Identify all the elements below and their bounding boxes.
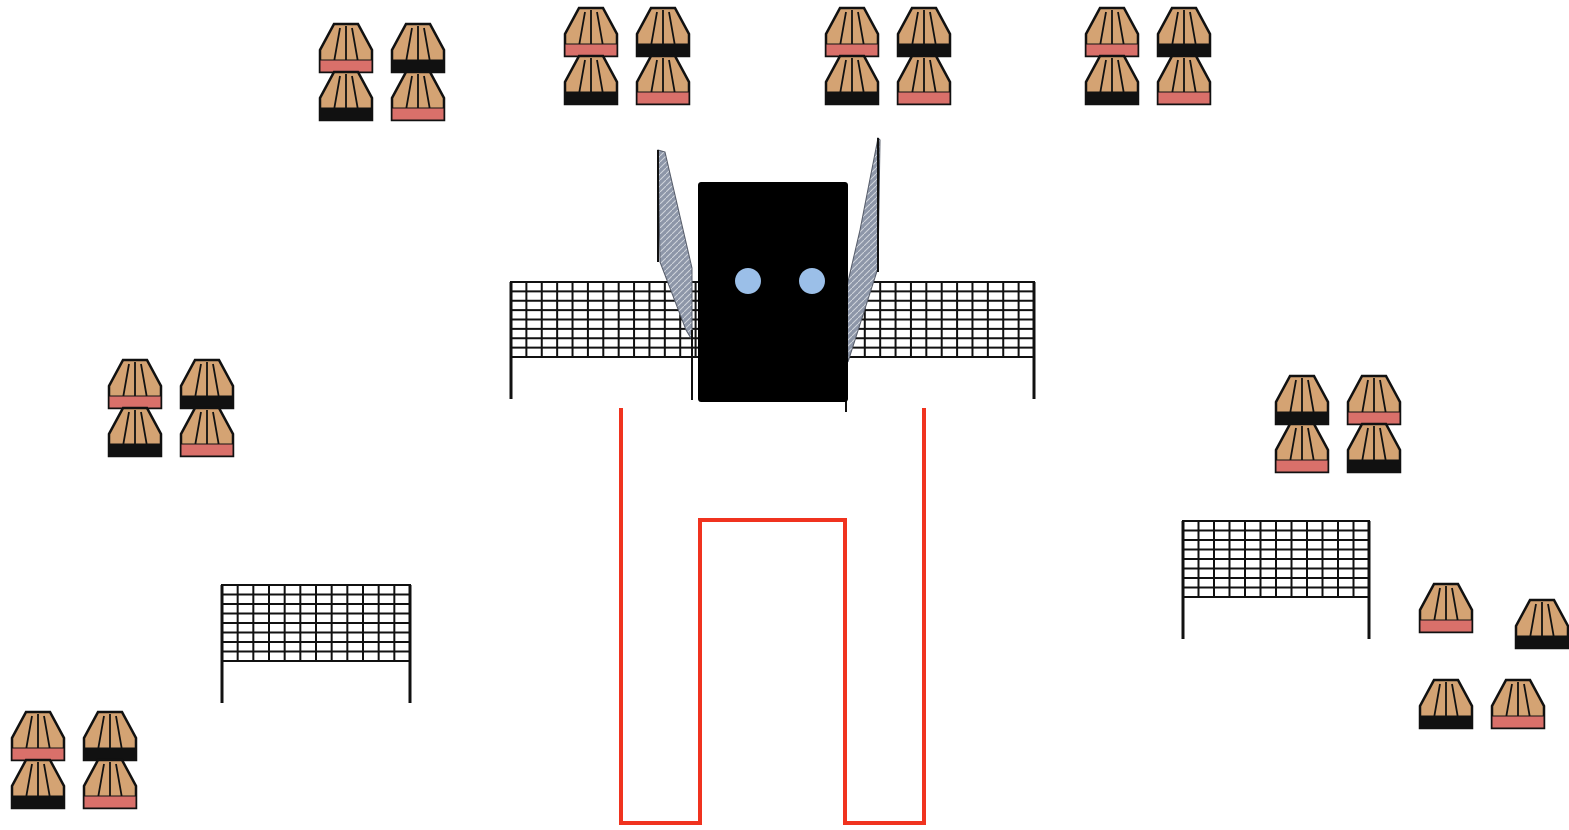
hut-icon <box>181 360 233 408</box>
eye-icon <box>799 268 825 294</box>
path-outline <box>621 408 924 823</box>
hut-icon <box>1158 8 1210 56</box>
hut-icon <box>637 8 689 56</box>
booth-icon <box>698 182 848 402</box>
hut-icon <box>84 760 136 808</box>
panel-icon <box>846 138 880 412</box>
hut-icon <box>320 72 372 120</box>
hut-icon <box>12 760 64 808</box>
hut-icon <box>84 712 136 760</box>
hut-icon <box>320 24 372 72</box>
hut-icon <box>826 56 878 104</box>
hut-icon <box>1158 56 1210 104</box>
hut-icon <box>1492 680 1544 728</box>
hut-icon <box>392 72 444 120</box>
net-icon <box>222 585 410 703</box>
hut-icon <box>898 8 950 56</box>
eye-icon <box>735 268 761 294</box>
hut-icon <box>109 360 161 408</box>
hut-icon <box>1086 8 1138 56</box>
hut-icon <box>392 24 444 72</box>
hut-icon <box>1276 424 1328 472</box>
hut-icon <box>1420 584 1472 632</box>
net-icon <box>1183 521 1369 639</box>
hut-icon <box>181 408 233 456</box>
hut-icon <box>109 408 161 456</box>
hut-icon <box>1420 680 1472 728</box>
hut-icon <box>1516 600 1568 648</box>
hut-icon <box>1348 376 1400 424</box>
hut-icon <box>1348 424 1400 472</box>
hut-icon <box>1276 376 1328 424</box>
hut-icon <box>565 8 617 56</box>
hut-icon <box>898 56 950 104</box>
panel-icon <box>658 150 692 400</box>
hut-icon <box>826 8 878 56</box>
huts-layer <box>12 8 1568 808</box>
hut-icon <box>637 56 689 104</box>
hut-icon <box>1086 56 1138 104</box>
hut-icon <box>12 712 64 760</box>
hut-icon <box>565 56 617 104</box>
